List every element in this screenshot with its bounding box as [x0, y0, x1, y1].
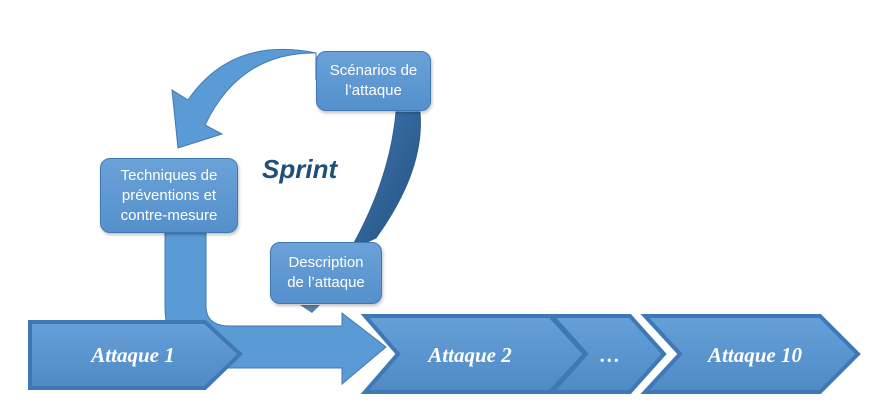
attack-label-4: Attaque 10: [706, 343, 802, 367]
step-box-description: Description de l’attaque: [270, 242, 382, 304]
cycle-arrow-top-left: [171, 48, 317, 149]
attack-chevron-4: [640, 314, 861, 394]
attack-label-2: Attaque 2: [426, 343, 512, 367]
sprint-label: Sprint: [262, 154, 338, 184]
attack-chevron-3: [547, 314, 667, 394]
attack-label-1: Attaque 1: [89, 343, 174, 367]
attack-chevron-1: [28, 320, 243, 390]
attack-timeline: Attaque 1 Attaque 2 … Attaque 10: [28, 314, 861, 394]
step-box-techniques: Techniques de préventions et contre-mesu…: [100, 158, 238, 233]
step-box-scenarios: Scénarios de l’attaque: [316, 51, 431, 111]
attack-label-3: …: [600, 343, 621, 367]
cycle-arrow-right: [348, 111, 421, 252]
